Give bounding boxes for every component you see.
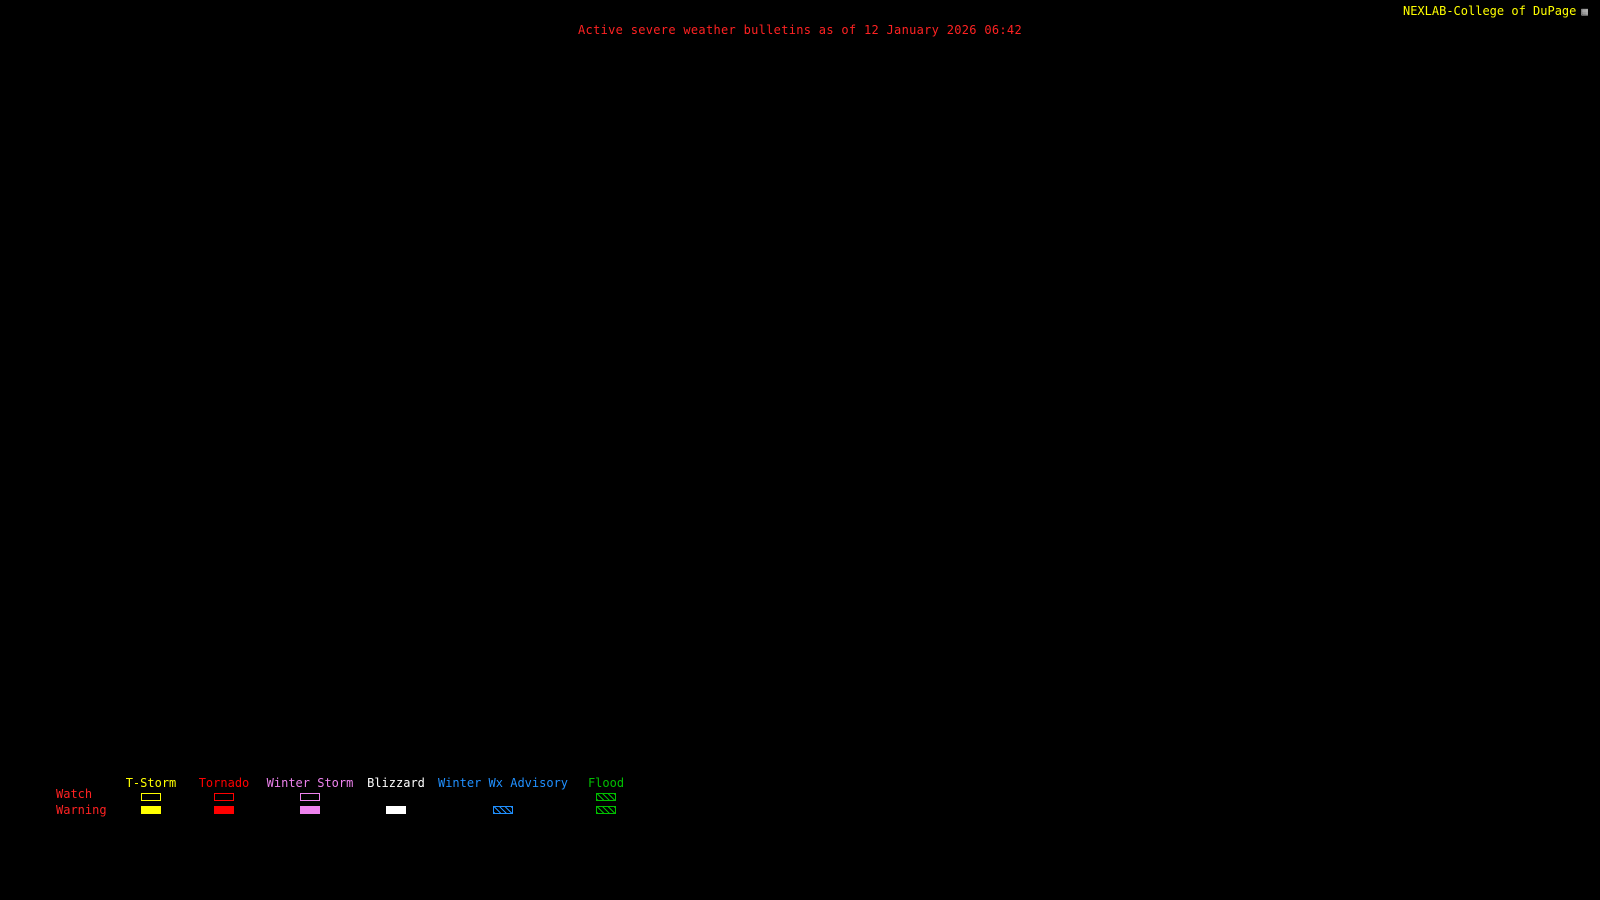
branding-text: NEXLAB-College of DuPage [1402, 4, 1577, 18]
legend-category-label: Blizzard [367, 776, 425, 790]
legend-category-label: Winter Storm [266, 776, 354, 790]
watch-swatch [141, 793, 161, 801]
page-title: Active severe weather bulletins as of 12… [578, 23, 1022, 37]
legend-category-tornado: Tornado [192, 777, 256, 814]
watch-swatch [214, 793, 234, 801]
legend-category-tstorm: T-Storm [119, 777, 183, 814]
watch-swatch [596, 793, 616, 801]
warning-swatch [214, 806, 234, 814]
warning-swatch [386, 806, 406, 814]
legend-category-blizzard: Blizzard [363, 777, 429, 814]
legend: Watch Warning T-Storm Tornado Winter Sto… [0, 770, 700, 830]
legend-category-flood: Flood [576, 777, 636, 814]
warning-swatch [596, 806, 616, 814]
legend-category-label: Winter Wx Advisory [437, 776, 569, 790]
legend-category-winter-wx-advisory: Winter Wx Advisory [437, 777, 569, 814]
legend-category-label: Flood [587, 776, 625, 790]
warning-swatch [493, 806, 513, 814]
branding: NEXLAB-College of DuPage ▦ [1403, 4, 1588, 18]
nexlab-logo-icon: ▦ [1581, 4, 1588, 18]
legend-category-winter-storm: Winter Storm [264, 777, 356, 814]
legend-watch-label: Watch [56, 787, 93, 801]
legend-warning-label: Warning [56, 803, 107, 817]
warning-swatch [300, 806, 320, 814]
warning-swatch [141, 806, 161, 814]
watch-swatch [300, 793, 320, 801]
legend-category-label: T-Storm [125, 776, 177, 790]
legend-category-label: Tornado [198, 776, 250, 790]
